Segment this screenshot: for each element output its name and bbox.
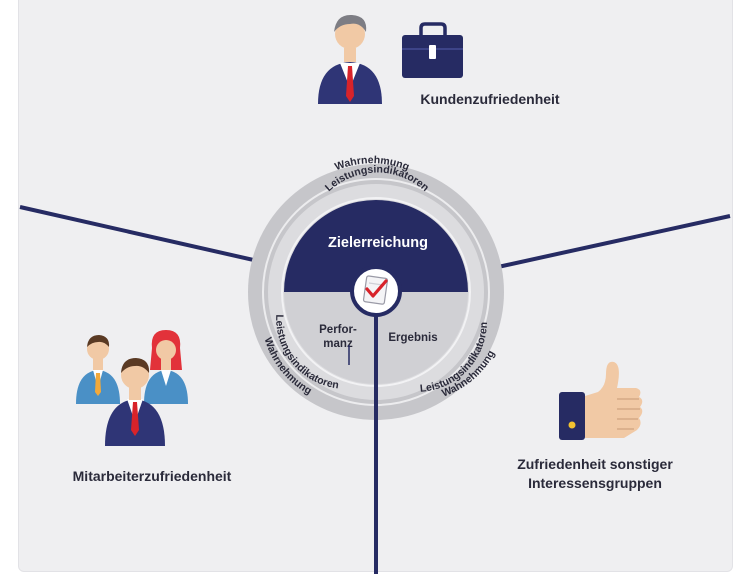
- businessman-icon: [318, 14, 382, 104]
- team-icon: [76, 330, 188, 446]
- customer-satisfaction-label: Kundenzufriedenheit: [420, 91, 560, 107]
- goal-achievement-label: Zielerreichung: [328, 235, 428, 251]
- goal-achievement-segment: [284, 200, 468, 292]
- employee-satisfaction-label: Mitarbeiterzufriedenheit: [73, 468, 232, 484]
- other-stakeholders-label-line1: Zufriedenheit sonstiger: [517, 456, 673, 472]
- briefcase-icon: [402, 22, 463, 78]
- connector-employee: [19, 205, 281, 268]
- other-stakeholders-label-line2: Interessensgruppen: [528, 475, 662, 491]
- thumbs-up-icon: [559, 361, 643, 440]
- performance-label-line1: Perfor-: [319, 324, 357, 336]
- connector-other: [465, 214, 731, 276]
- checklist-icon: [362, 275, 389, 305]
- result-label: Ergebnis: [388, 332, 437, 344]
- performance-label-line2: manz: [323, 338, 353, 350]
